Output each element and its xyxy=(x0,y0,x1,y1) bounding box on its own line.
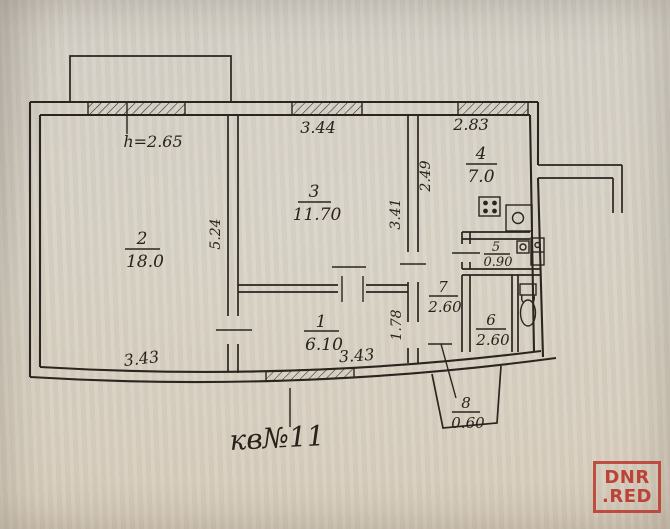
kitchen-stove-icon xyxy=(478,196,501,217)
room-6-area: 2.60 xyxy=(475,331,510,349)
room-6-number: 6 xyxy=(486,311,496,329)
dim-room1-depth: 1.78 xyxy=(389,309,405,340)
room-1-number: 1 xyxy=(316,312,327,332)
room-2-number: 2 xyxy=(136,229,148,249)
toilet-icon xyxy=(519,283,537,327)
dim-room4-width: 2.83 xyxy=(452,115,489,134)
stairwell-stub-walls xyxy=(538,164,623,213)
room-1-area: 6.10 xyxy=(305,335,343,355)
watermark-line2: .RED xyxy=(602,486,652,507)
door-opening-ticks xyxy=(126,102,480,427)
kitchen-sink-icon xyxy=(505,204,533,232)
room-3-number: 3 xyxy=(309,182,320,202)
dnr-red-watermark: DNR .RED xyxy=(593,461,661,513)
ceiling-height-note: h=2.65 xyxy=(123,132,182,151)
dim-room3-depth: 3.41 xyxy=(388,198,404,229)
room-4-area: 7.0 xyxy=(467,167,494,187)
plan-labels: h=2.65 3.44 2.83 2.49 3.41 5.24 1.78 3.4… xyxy=(122,115,512,457)
dim-room2-width-bottom: 3.43 xyxy=(122,347,160,370)
room-7-area: 2.60 xyxy=(427,298,462,316)
balcony-bottom-outline xyxy=(431,365,502,429)
dim-room4-depth: 2.49 xyxy=(418,160,434,192)
window-hatches xyxy=(87,101,529,383)
dim-room3-width: 3.44 xyxy=(300,118,336,137)
dim-room2-depth: 5.24 xyxy=(208,218,224,249)
room-fraction-lines xyxy=(125,163,510,413)
room-8-area: 0.60 xyxy=(451,414,485,432)
closet-fixtures-icon xyxy=(516,237,545,266)
dim-room1-width-bottom: 3.43 xyxy=(338,345,375,366)
apartment-number-label: кв№11 xyxy=(229,419,326,457)
balcony-top-outline xyxy=(69,55,232,102)
room-3-area: 11.70 xyxy=(293,205,342,225)
interior-walls xyxy=(227,115,540,373)
room-8-number: 8 xyxy=(461,394,471,412)
room-4-number: 4 xyxy=(475,144,487,164)
room-2-area: 18.0 xyxy=(126,252,164,272)
room-7-number: 7 xyxy=(438,278,448,296)
room-5-number: 5 xyxy=(492,240,500,255)
room-5-area: 0.90 xyxy=(484,255,513,270)
watermark-line1: DNR xyxy=(604,466,650,488)
